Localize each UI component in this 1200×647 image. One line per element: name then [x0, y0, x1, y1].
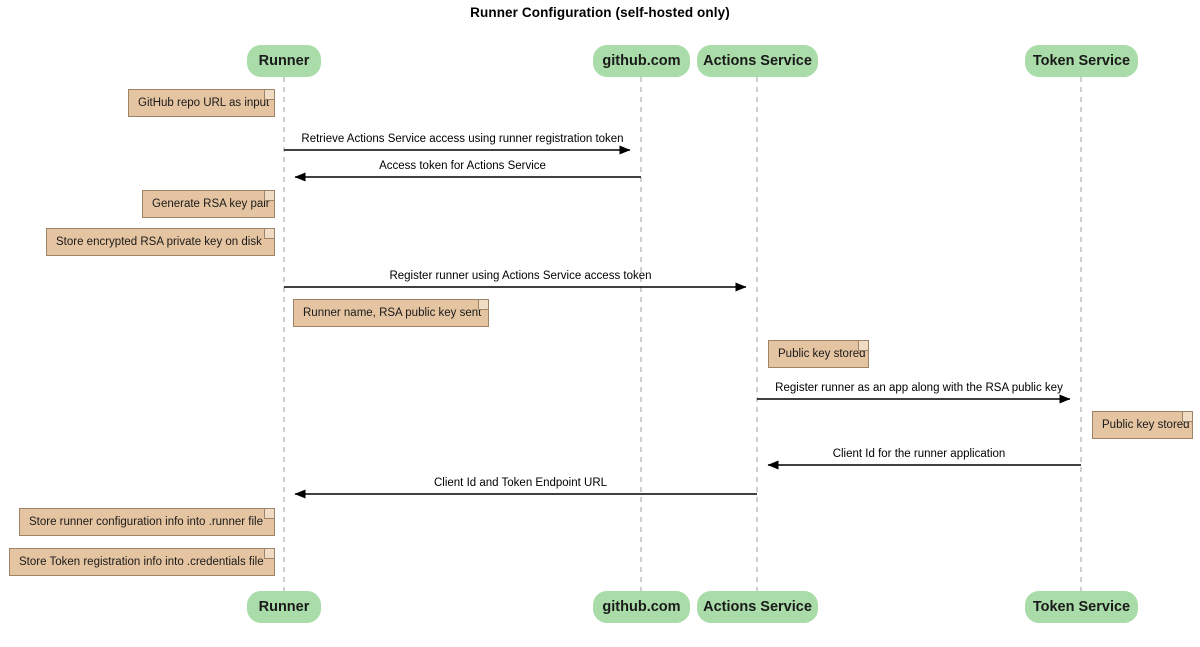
- msg-retrieve-actions-access-label: Retrieve Actions Service access using ru…: [301, 133, 624, 145]
- note-fold-corner-icon: [478, 300, 488, 310]
- participant-label: Runner: [258, 599, 310, 615]
- participant-label: Actions Service: [703, 53, 812, 69]
- participant-label: Actions Service: [703, 599, 812, 615]
- note-text: Store encrypted RSA private key on disk: [56, 236, 262, 248]
- note-store-private-key: Store encrypted RSA private key on disk: [46, 228, 275, 256]
- note-repo-url: GitHub repo URL as input: [128, 89, 275, 117]
- note-fold-corner-icon: [1182, 412, 1192, 422]
- msg-client-id-token-endpoint-label: Client Id and Token Endpoint URL: [433, 477, 608, 489]
- note-fold-corner-icon: [264, 549, 274, 559]
- message-arrows-group: [284, 145, 1081, 499]
- participant-label: github.com: [602, 53, 681, 69]
- msg-access-token-label: Access token for Actions Service: [379, 160, 546, 172]
- note-fold-corner-icon: [264, 509, 274, 519]
- participant-actions-bottom[interactable]: Actions Service: [697, 591, 818, 623]
- note-text: Runner name, RSA public key sent: [303, 307, 482, 319]
- note-text: Store runner configuration info into .ru…: [29, 516, 263, 528]
- note-generate-rsa: Generate RSA key pair: [142, 190, 275, 218]
- note-fold-corner-icon: [264, 229, 274, 239]
- note-public-key-token: Public key stored: [1092, 411, 1193, 439]
- note-store-runner-file: Store runner configuration info into .ru…: [19, 508, 275, 536]
- msg-register-runner-label: Register runner using Actions Service ac…: [389, 270, 652, 282]
- note-fold-corner-icon: [858, 341, 868, 351]
- note-store-credentials-file: Store Token registration info into .cred…: [9, 548, 275, 576]
- participant-actions-top[interactable]: Actions Service: [697, 45, 818, 77]
- lifelines-group: [283, 77, 1082, 591]
- note-fold-corner-icon: [264, 191, 274, 201]
- participant-label: Runner: [258, 53, 310, 69]
- note-public-key-actions: Public key stored: [768, 340, 869, 368]
- participant-github-top[interactable]: github.com: [593, 45, 690, 77]
- participant-token-top[interactable]: Token Service: [1025, 45, 1138, 77]
- note-text: Store Token registration info into .cred…: [19, 556, 264, 568]
- participant-github-bottom[interactable]: github.com: [593, 591, 690, 623]
- note-fold-corner-icon: [264, 90, 274, 100]
- note-text: Public key stored: [778, 348, 866, 360]
- note-text: Public key stored: [1102, 419, 1190, 431]
- note-text: Generate RSA key pair: [152, 198, 270, 210]
- msg-register-app-label: Register runner as an app along with the…: [775, 382, 1063, 394]
- note-text: GitHub repo URL as input: [138, 97, 270, 109]
- participant-runner-bottom[interactable]: Runner: [247, 591, 321, 623]
- participant-token-bottom[interactable]: Token Service: [1025, 591, 1138, 623]
- participant-runner-top[interactable]: Runner: [247, 45, 321, 77]
- page-title: Runner Configuration (self-hosted only): [470, 5, 730, 20]
- participant-label: github.com: [602, 599, 681, 615]
- participant-label: Token Service: [1032, 53, 1131, 69]
- participant-label: Token Service: [1032, 599, 1131, 615]
- note-runner-name: Runner name, RSA public key sent: [293, 299, 489, 327]
- msg-client-id-runner-app-label: Client Id for the runner application: [832, 448, 1006, 460]
